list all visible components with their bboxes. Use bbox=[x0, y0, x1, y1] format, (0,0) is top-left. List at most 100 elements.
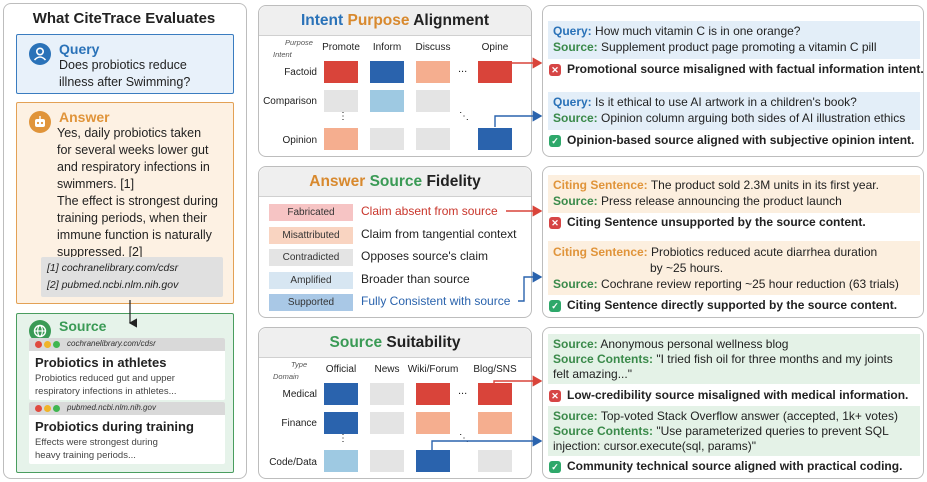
col-opine: Opine bbox=[481, 42, 509, 53]
fidelity-title: Answer Source Fidelity bbox=[309, 173, 481, 190]
maximize-dot-icon bbox=[53, 341, 60, 348]
col-promote: Promote bbox=[322, 42, 360, 53]
check-icon: ✓ bbox=[549, 300, 561, 312]
answer-head: Answer bbox=[59, 109, 110, 125]
cell-comparison-inform bbox=[370, 90, 404, 112]
robot-icon bbox=[29, 111, 51, 133]
page-title: Probiotics in athletes bbox=[35, 355, 167, 370]
fidelity-title-bar bbox=[259, 167, 531, 197]
close-dot-icon bbox=[35, 341, 42, 348]
intent-example-1: Query: How much vitamin C is in one oran… bbox=[548, 21, 920, 59]
tag-supported: Supported bbox=[269, 294, 353, 311]
page-title: Probiotics during training bbox=[35, 419, 194, 434]
source-page-1[interactable]: cochranelibrary.com/cdsr Probiotics in a… bbox=[29, 338, 225, 400]
fidelity-verdict-2: ✓Citing Sentence directly supported by t… bbox=[549, 298, 897, 312]
suitability-panel: Source Suitability Type Domain Official … bbox=[258, 327, 532, 479]
row-code-data: Code/Data bbox=[269, 457, 317, 468]
cell-medical-wiki bbox=[416, 383, 450, 405]
cross-icon: ✕ bbox=[549, 390, 561, 402]
col-discuss: Discuss bbox=[415, 42, 451, 53]
cell-code-blog bbox=[478, 450, 512, 472]
fidelity-verdict-1: ✕Citing Sentence unsupported by the sour… bbox=[549, 215, 866, 229]
cross-icon: ✕ bbox=[549, 217, 561, 229]
intent-verdict-1: ✕Promotional source misaligned with fact… bbox=[549, 62, 924, 76]
desc-fabricated: Claim absent from source bbox=[361, 204, 498, 218]
minimize-dot-icon bbox=[44, 341, 51, 348]
tag-misattributed: Misattributed bbox=[269, 227, 353, 244]
suitability-title-bar bbox=[259, 328, 531, 358]
cell-finance-blog bbox=[478, 412, 512, 434]
cell-factoid-discuss bbox=[416, 61, 450, 83]
cell-finance-news bbox=[370, 412, 404, 434]
axis-domain: Domain bbox=[273, 372, 299, 381]
row-opinion: Opinion bbox=[282, 135, 317, 146]
page-url: pubmed.ncbi.nlm.nih.gov bbox=[67, 403, 156, 412]
query-text: Does probiotics reduce illness after Swi… bbox=[59, 58, 191, 89]
minimize-dot-icon bbox=[44, 405, 51, 412]
citation-2[interactable]: [2] pubmed.ncbi.nlm.nih.gov bbox=[47, 279, 179, 291]
col-news: News bbox=[374, 364, 400, 375]
source-page-2[interactable]: pubmed.ncbi.nlm.nih.gov Probiotics durin… bbox=[29, 402, 225, 464]
suitability-verdict-1: ✕Low-credibility source misaligned with … bbox=[549, 388, 908, 402]
cell-medical-blog bbox=[478, 383, 512, 405]
source-card: Source cochranelibrary.com/cdsr Probioti… bbox=[16, 313, 234, 473]
browser-bar: cochranelibrary.com/cdsr bbox=[29, 338, 225, 351]
col-blog-sns: Blog/SNS bbox=[473, 364, 517, 375]
cell-opinion-promote bbox=[324, 128, 358, 150]
suitability-title: Source Suitability bbox=[329, 334, 461, 351]
row-factoid: Factoid bbox=[284, 67, 317, 78]
ddots: ⋱ bbox=[459, 433, 469, 444]
desc-supported: Fully Consistent with source bbox=[361, 294, 511, 308]
ddots: ⋱ bbox=[459, 111, 469, 122]
source-head: Source bbox=[59, 318, 107, 334]
close-dot-icon bbox=[35, 405, 42, 412]
fidelity-example-2: Citing Sentence: Probiotics reduced acut… bbox=[548, 241, 920, 295]
maximize-dot-icon bbox=[53, 405, 60, 412]
desc-amplified: Broader than source bbox=[361, 272, 470, 286]
answer-text: Yes, daily probiotics taken for several … bbox=[57, 126, 218, 259]
intent-title-bar bbox=[259, 6, 531, 36]
cell-code-wiki bbox=[416, 450, 450, 472]
cell-code-news bbox=[370, 450, 404, 472]
user-icon bbox=[29, 43, 51, 65]
cross-icon: ✕ bbox=[549, 64, 561, 76]
ellipsis: ... bbox=[458, 63, 468, 75]
axis-intent: Intent bbox=[273, 50, 292, 59]
tag-fabricated: Fabricated bbox=[269, 204, 353, 221]
intent-example-2: Query: Is it ethical to use AI artwork i… bbox=[548, 92, 920, 130]
check-icon: ✓ bbox=[549, 135, 561, 147]
cell-finance-official bbox=[324, 412, 358, 434]
desc-contradicted: Opposes source's claim bbox=[361, 249, 489, 263]
browser-bar: pubmed.ncbi.nlm.nih.gov bbox=[29, 402, 225, 415]
tag-amplified: Amplified bbox=[269, 272, 353, 289]
axis-purpose: Purpose bbox=[285, 38, 313, 47]
vdots: ⋮ bbox=[338, 433, 348, 444]
row-comparison: Comparison bbox=[263, 96, 317, 107]
citation-list: [1] cochranelibrary.com/cdsr [2] pubmed.… bbox=[41, 257, 223, 297]
cell-factoid-inform bbox=[370, 61, 404, 83]
query-head: Query bbox=[59, 41, 100, 57]
col-official: Official bbox=[325, 364, 357, 375]
cell-opinion-opine bbox=[478, 128, 512, 150]
page-body: Probiotics reduced gut and upper respira… bbox=[35, 373, 177, 397]
suitability-verdict-2: ✓Community technical source aligned with… bbox=[549, 459, 902, 473]
desc-misattributed: Claim from tangential context bbox=[361, 227, 517, 241]
fidelity-example-1: Citing Sentence: The product sold 2.3M u… bbox=[548, 175, 920, 213]
col-wiki-forum: Wiki/Forum bbox=[407, 364, 459, 375]
row-medical: Medical bbox=[282, 389, 317, 400]
intent-verdict-2: ✓Opinion-based source aligned with subje… bbox=[549, 133, 914, 147]
intent-title: Intent Purpose Alignment bbox=[300, 12, 490, 29]
cell-medical-news bbox=[370, 383, 404, 405]
tag-contradicted: Contradicted bbox=[269, 249, 353, 266]
cell-code-official bbox=[324, 450, 358, 472]
suitability-example-2: Source: Top-voted Stack Overflow answer … bbox=[548, 406, 920, 456]
suitability-example-1: Source: Anonymous personal wellness blog… bbox=[548, 334, 920, 384]
cell-factoid-promote bbox=[324, 61, 358, 83]
left-title: What CiteTrace Evaluates bbox=[32, 10, 216, 27]
cell-comparison-promote bbox=[324, 90, 358, 112]
cell-factoid-opine bbox=[478, 61, 512, 83]
fidelity-panel: Answer Source Fidelity Fabricated Claim … bbox=[258, 166, 532, 318]
citation-1[interactable]: [1] cochranelibrary.com/cdsr bbox=[47, 262, 179, 274]
page-url: cochranelibrary.com/cdsr bbox=[67, 339, 156, 348]
cell-finance-wiki bbox=[416, 412, 450, 434]
